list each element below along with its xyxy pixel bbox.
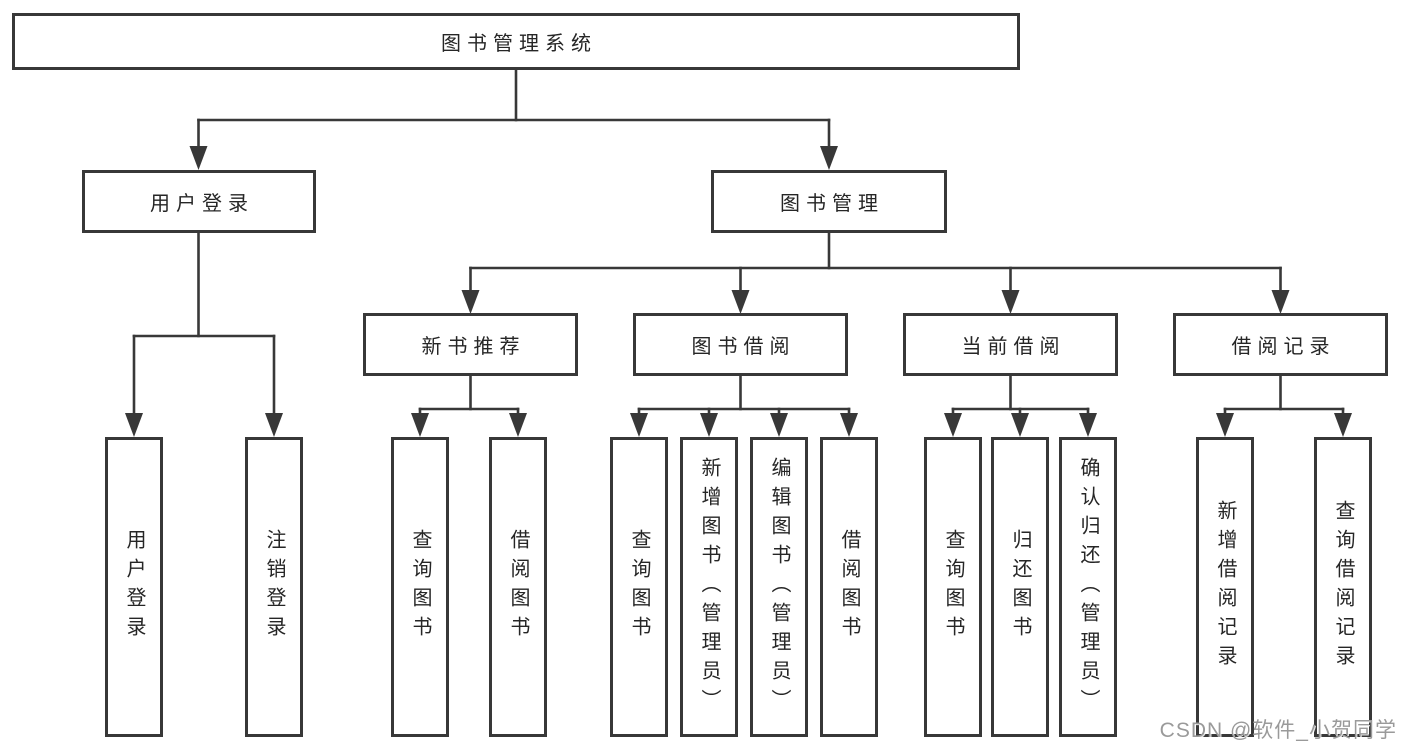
leaf-query-borrow-record: 查询借阅记录 — [1314, 437, 1372, 737]
node-current-borrowing: 当前借阅 — [903, 313, 1118, 376]
arrowhead — [461, 290, 480, 314]
arrowhead — [1079, 413, 1097, 437]
arrowhead — [125, 413, 143, 437]
arrowhead — [700, 413, 718, 437]
leaf-label: 借阅图书 — [507, 529, 529, 645]
leaf-query-books-borrowing: 查询图书 — [610, 437, 668, 737]
node-borrowing-records: 借阅记录 — [1173, 313, 1388, 376]
leaf-label: 借阅图书 — [838, 529, 860, 645]
leaf-return-book: 归还图书 — [991, 437, 1049, 737]
arrowhead — [820, 146, 838, 170]
leaf-label: 查询借阅记录 — [1332, 500, 1354, 674]
arrowhead — [770, 413, 788, 437]
leaf-add-book-admin: 新增图书（管理员） — [680, 437, 738, 737]
arrowhead — [189, 146, 208, 170]
arrowhead — [1011, 413, 1029, 437]
arrowhead — [1216, 413, 1234, 437]
leaf-label: 新增借阅记录 — [1214, 500, 1236, 674]
leaf-label: 注销登录 — [263, 529, 285, 645]
arrowhead — [1334, 413, 1352, 437]
leaf-label: 归还图书 — [1009, 529, 1031, 645]
node-user-login: 用户登录 — [82, 170, 316, 233]
leaf-label: 查询图书 — [628, 529, 650, 645]
arrowhead — [630, 413, 648, 437]
arrowhead — [944, 413, 962, 437]
leaf-logout: 注销登录 — [245, 437, 303, 737]
node-book-management: 图书管理 — [711, 170, 947, 233]
leaf-label: 查询图书 — [942, 529, 964, 645]
leaf-borrow-books-recommend: 借阅图书 — [489, 437, 547, 737]
leaf-label: 新增图书（管理员） — [698, 456, 720, 718]
leaf-confirm-return-admin: 确认归还（管理员） — [1059, 437, 1117, 737]
csdn-watermark: CSDN @软件_小贺同学 — [1159, 719, 1397, 742]
node-new-book-recommend: 新书推荐 — [363, 313, 578, 376]
arrowhead — [1001, 290, 1020, 314]
leaf-edit-book-admin: 编辑图书（管理员） — [750, 437, 808, 737]
arrowhead — [840, 413, 858, 437]
leaf-label: 查询图书 — [409, 529, 431, 645]
arrowhead — [265, 413, 283, 437]
leaf-label: 编辑图书（管理员） — [768, 456, 790, 718]
arrowhead — [411, 413, 429, 437]
leaf-query-books-recommend: 查询图书 — [391, 437, 449, 737]
node-root-system: 图书管理系统 — [12, 13, 1020, 70]
leaf-user-login: 用户登录 — [105, 437, 163, 737]
node-book-borrowing: 图书借阅 — [633, 313, 848, 376]
leaf-query-books-current: 查询图书 — [924, 437, 982, 737]
leaf-add-borrow-record: 新增借阅记录 — [1196, 437, 1254, 737]
arrowhead — [731, 290, 750, 314]
leaf-borrow-book: 借阅图书 — [820, 437, 878, 737]
leaf-label: 确认归还（管理员） — [1077, 456, 1099, 718]
leaf-label: 用户登录 — [123, 529, 145, 645]
arrowhead — [1271, 290, 1290, 314]
arrowhead — [509, 413, 527, 437]
